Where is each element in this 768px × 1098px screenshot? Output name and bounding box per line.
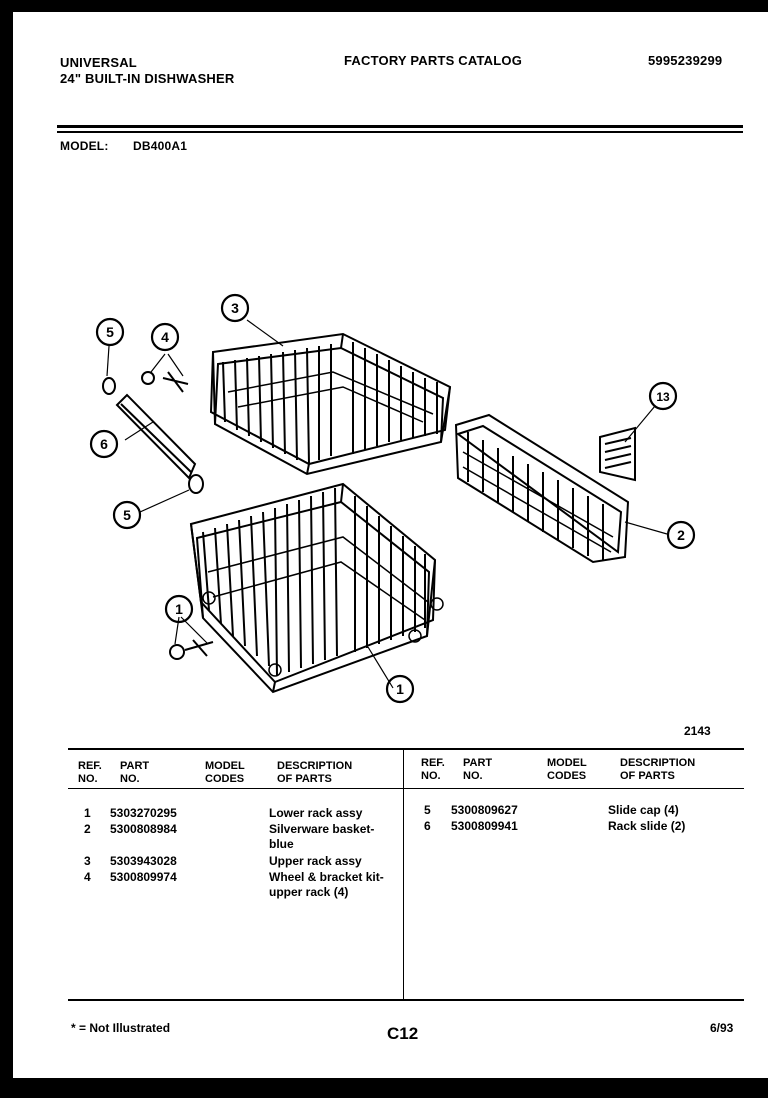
callout-label: 1	[396, 681, 404, 697]
slide-cap-top	[102, 377, 116, 395]
table-cell-ref: 3	[84, 854, 91, 868]
exploded-parts-diagram: 5 4 3 6 5 1 1 2 13	[89, 293, 696, 704]
catalog-number: 5995239299	[648, 53, 723, 68]
col-desc-header: DESCRIPTION OF PARTS	[277, 760, 353, 785]
catalog-title: FACTORY PARTS CATALOG	[344, 53, 523, 68]
table-cell-ref: 2	[84, 822, 91, 836]
table-cell-part: 5303270295	[110, 806, 177, 820]
callout-label: 6	[100, 436, 108, 452]
table-cell-part: 5300809974	[110, 870, 177, 884]
callout-label: 3	[231, 300, 239, 316]
callout-label: 13	[656, 390, 670, 404]
wheel-bracket	[141, 371, 189, 393]
silverware-basket	[454, 413, 630, 564]
upper-rack	[209, 332, 452, 476]
table-cell-ref: 5	[424, 803, 431, 817]
callout-label: 5	[106, 324, 114, 340]
table-rule-top	[68, 748, 744, 750]
table-cell-ref: 1	[84, 806, 91, 820]
slide-cap-bottom	[188, 474, 204, 494]
table-divider	[403, 748, 404, 1001]
col-model-header: MODEL CODES	[205, 760, 245, 785]
callout-1-bottom	[385, 674, 415, 704]
rack-slide	[115, 393, 197, 480]
table-cell-ref: 6	[424, 819, 431, 833]
callout-2	[666, 520, 696, 550]
table-cell-ref: 4	[84, 870, 91, 884]
callout-5-bottom	[112, 500, 142, 530]
callout-4	[150, 322, 180, 352]
callout-label: 2	[677, 527, 685, 543]
product-name: 24" BUILT-IN DISHWASHER	[60, 71, 235, 86]
callout-5-top	[95, 317, 125, 347]
col-ref-header: REF. NO.	[78, 760, 102, 785]
table-cell-desc: Rack slide (2)	[608, 819, 686, 833]
table-cell-desc: Silverware basket- blue	[269, 822, 375, 851]
callout-label: 4	[161, 329, 169, 345]
callout-6	[89, 429, 119, 459]
diagram-number: 2143	[684, 724, 711, 738]
table-rule-bottom	[68, 999, 744, 1001]
brand-name: UNIVERSAL	[60, 55, 137, 70]
col-ref-header: REF. NO.	[421, 757, 445, 782]
callout-3	[220, 293, 250, 323]
model-label: MODEL:	[60, 139, 109, 153]
table-cell-desc: Upper rack assy	[269, 854, 362, 868]
catalog-page: UNIVERSAL 24" BUILT-IN DISHWASHER FACTOR…	[13, 12, 768, 1078]
table-cell-part: 5303943028	[110, 854, 177, 868]
col-desc-header: DESCRIPTION OF PARTS	[620, 757, 696, 782]
col-part-header: PART NO.	[120, 760, 150, 785]
table-cell-part: 5300808984	[110, 822, 177, 836]
table-cell-part: 5300809941	[451, 819, 518, 833]
footnote: * = Not Illustrated	[71, 1021, 171, 1035]
col-part-header: PART NO.	[463, 757, 493, 782]
table-cell-desc: Lower rack assy	[269, 806, 363, 820]
lower-wheel-bracket	[169, 639, 214, 660]
table-header-rule	[68, 788, 744, 789]
model-value: DB400A1	[133, 139, 188, 153]
callout-13	[648, 381, 678, 411]
callout-1-left	[164, 594, 194, 624]
page-number: C12	[387, 1024, 419, 1043]
table-cell-desc: Wheel & bracket kit- upper rack (4)	[269, 870, 384, 899]
table-cell-desc: Slide cap (4)	[608, 803, 679, 817]
table-cell-part: 5300809627	[451, 803, 518, 817]
callout-label: 1	[175, 601, 183, 617]
basket-handle-part	[599, 426, 636, 482]
revision-date: 6/93	[710, 1021, 734, 1035]
lower-rack	[189, 482, 444, 694]
header-rule-bottom	[57, 131, 743, 133]
col-model-header: MODEL CODES	[547, 757, 587, 782]
header-rule-top	[57, 125, 743, 128]
callout-label: 5	[123, 507, 131, 523]
